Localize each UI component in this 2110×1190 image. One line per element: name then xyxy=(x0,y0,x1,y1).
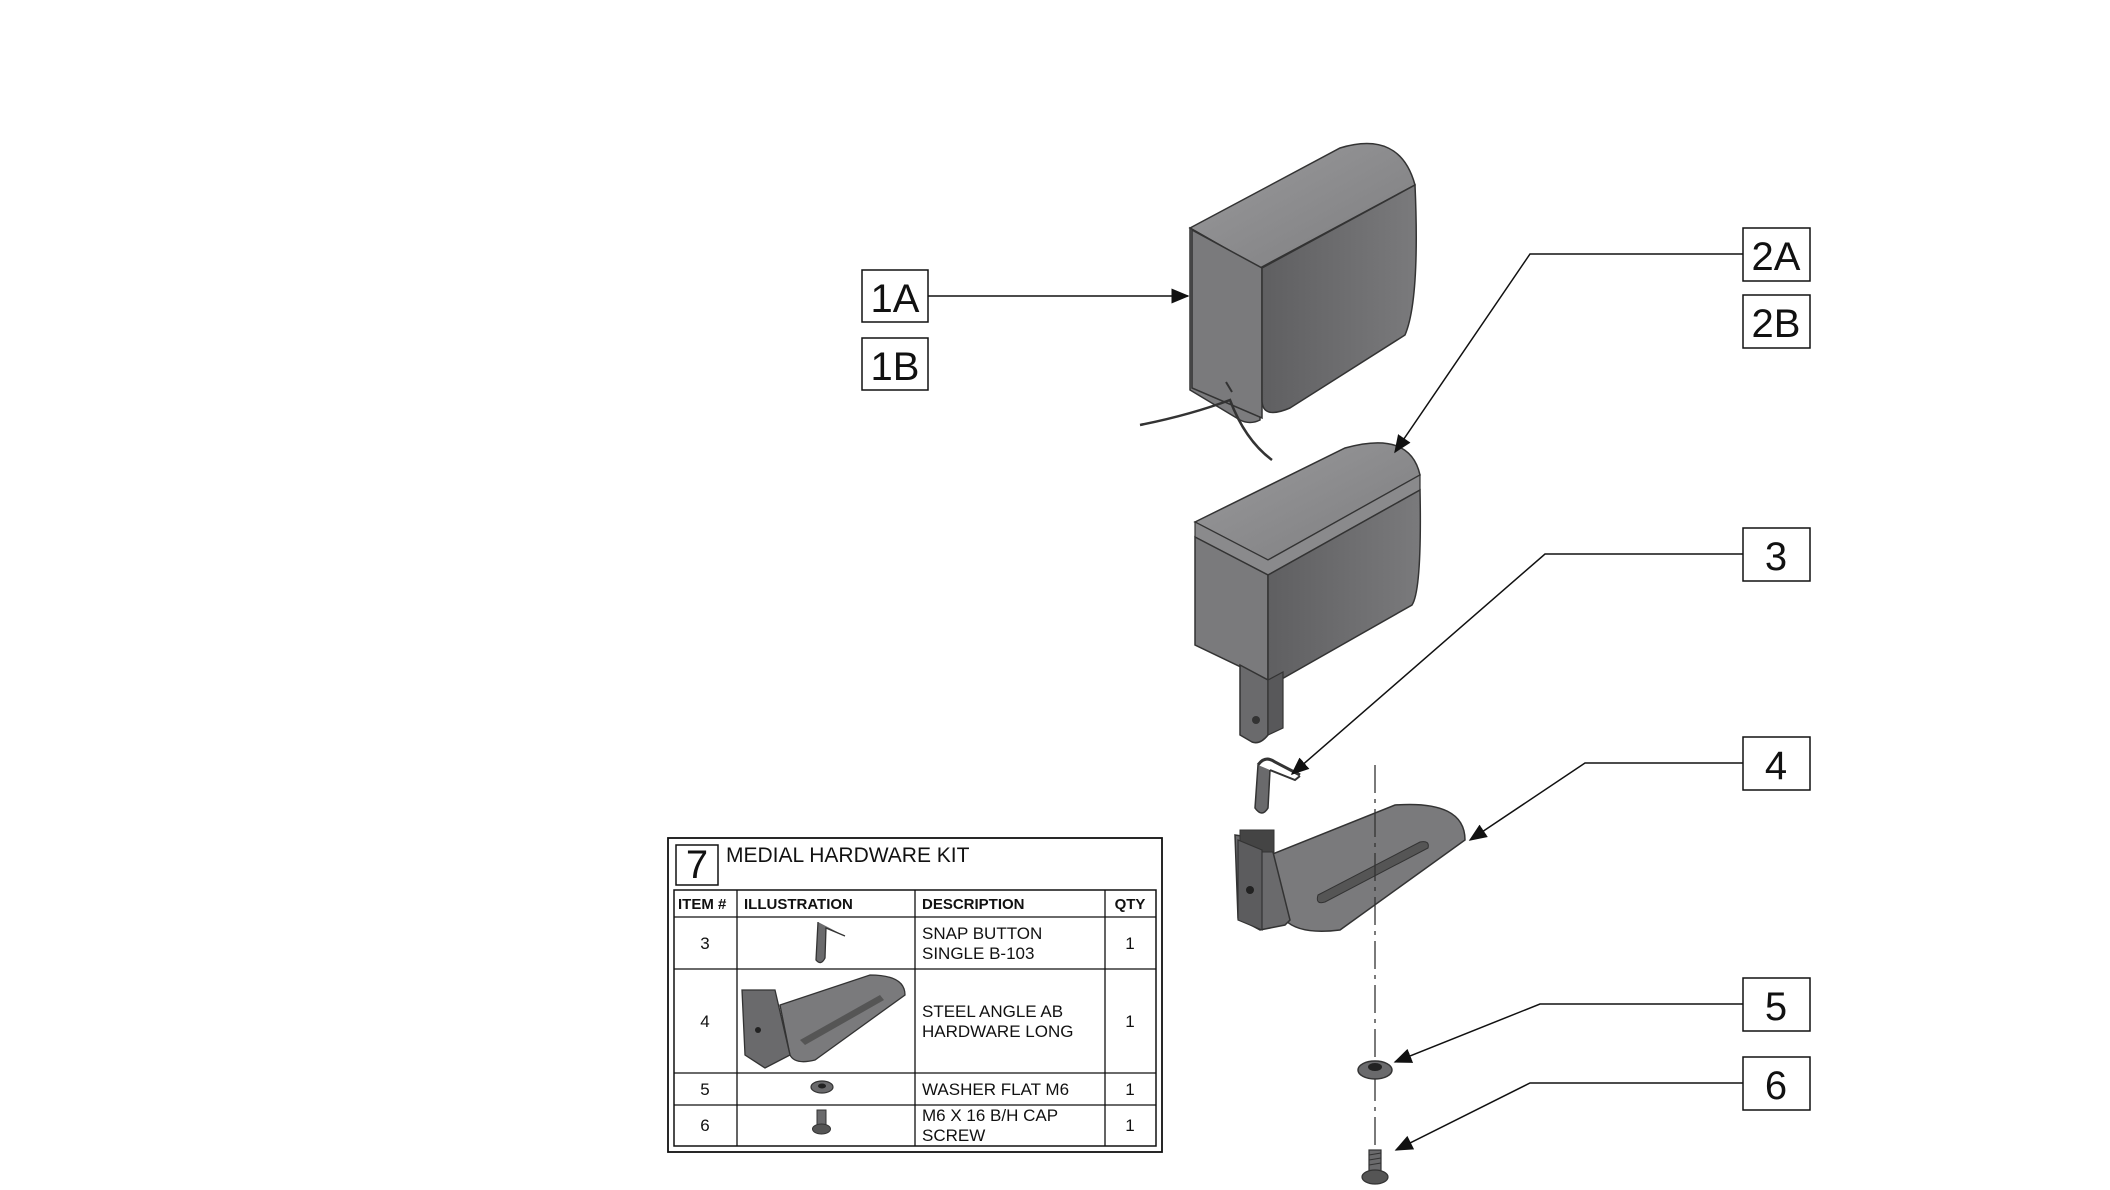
callout-3: 3 xyxy=(1742,527,1811,582)
kit-title: MEDIAL HARDWARE KIT xyxy=(726,844,970,867)
callout-6-label: 6 xyxy=(1765,1064,1787,1108)
row-item: 3 xyxy=(700,934,709,953)
armrest-pad-1-icon xyxy=(1139,142,1417,462)
callout-1b-label: 1B xyxy=(871,345,920,389)
washer-thumb-icon xyxy=(810,1080,834,1094)
row-desc: M6 X 16 B/H CAP xyxy=(922,1106,1058,1125)
col-header-qty: QTY xyxy=(1115,896,1146,913)
armrest-pad-2-icon xyxy=(1193,442,1422,744)
table-row: 5 WASHER FLAT M6 1 xyxy=(700,1080,1134,1099)
leader-6 xyxy=(1394,1082,1743,1151)
leader-3 xyxy=(1290,553,1743,775)
kit-number-box xyxy=(675,844,719,886)
row-qty: 1 xyxy=(1125,1116,1134,1135)
callout-1a: 1A xyxy=(861,269,929,323)
row-item: 4 xyxy=(700,1012,709,1031)
row-qty: 1 xyxy=(1125,1080,1134,1099)
table-row: 4 STEEL ANGLE AB HARDWARE LONG 1 xyxy=(700,974,1135,1069)
callout-4: 4 xyxy=(1742,736,1811,791)
steel-angle-thumb-icon xyxy=(741,974,906,1069)
leader-4 xyxy=(1468,762,1743,841)
table-row: 3 SNAP BUTTON SINGLE B-103 1 xyxy=(700,921,1135,964)
snap-button-icon xyxy=(1254,757,1301,814)
row-desc: WASHER FLAT M6 xyxy=(922,1080,1069,1099)
row-desc-2: HARDWARE LONG xyxy=(922,1022,1073,1041)
col-header-illustration: ILLUSTRATION xyxy=(744,896,853,913)
callout-1a-label: 1A xyxy=(871,277,920,321)
row-desc: SNAP BUTTON xyxy=(922,924,1042,943)
callout-6: 6 xyxy=(1742,1056,1811,1111)
row-item: 6 xyxy=(700,1116,709,1135)
callout-5-label: 5 xyxy=(1765,985,1787,1029)
callout-2a-label: 2A xyxy=(1752,235,1801,279)
callout-2b-label: 2B xyxy=(1752,302,1801,346)
callout-4-label: 4 xyxy=(1765,744,1787,788)
col-header-item: ITEM # xyxy=(678,896,727,913)
callout-5: 5 xyxy=(1742,977,1811,1032)
snap-button-thumb-icon xyxy=(815,921,846,964)
cap-screw-thumb-icon xyxy=(812,1109,831,1135)
callout-2a: 2A xyxy=(1742,227,1811,282)
row-desc-2: SINGLE B-103 xyxy=(922,944,1034,963)
row-item: 5 xyxy=(700,1080,709,1099)
callout-3-label: 3 xyxy=(1765,535,1787,579)
row-qty: 1 xyxy=(1125,1012,1134,1031)
leader-2a xyxy=(1394,253,1743,454)
washer-icon xyxy=(1357,1060,1393,1080)
kit-number: 7 xyxy=(686,843,708,887)
callout-1b: 1B xyxy=(861,337,929,391)
col-header-description: DESCRIPTION xyxy=(922,896,1025,913)
leader-5 xyxy=(1393,1003,1743,1063)
row-qty: 1 xyxy=(1125,934,1134,953)
row-desc: STEEL ANGLE AB xyxy=(922,1002,1063,1021)
row-desc-2: SCREW xyxy=(922,1126,985,1145)
table-row: 6 M6 X 16 B/H CAP SCREW 1 xyxy=(700,1106,1134,1145)
steel-angle-icon xyxy=(1234,803,1466,932)
callout-2b: 2B xyxy=(1742,294,1811,349)
medial-hardware-kit-table: 7 MEDIAL HARDWARE KIT ITEM # ILLUSTRATIO… xyxy=(667,837,1163,1153)
cap-screw-icon xyxy=(1361,1149,1389,1185)
